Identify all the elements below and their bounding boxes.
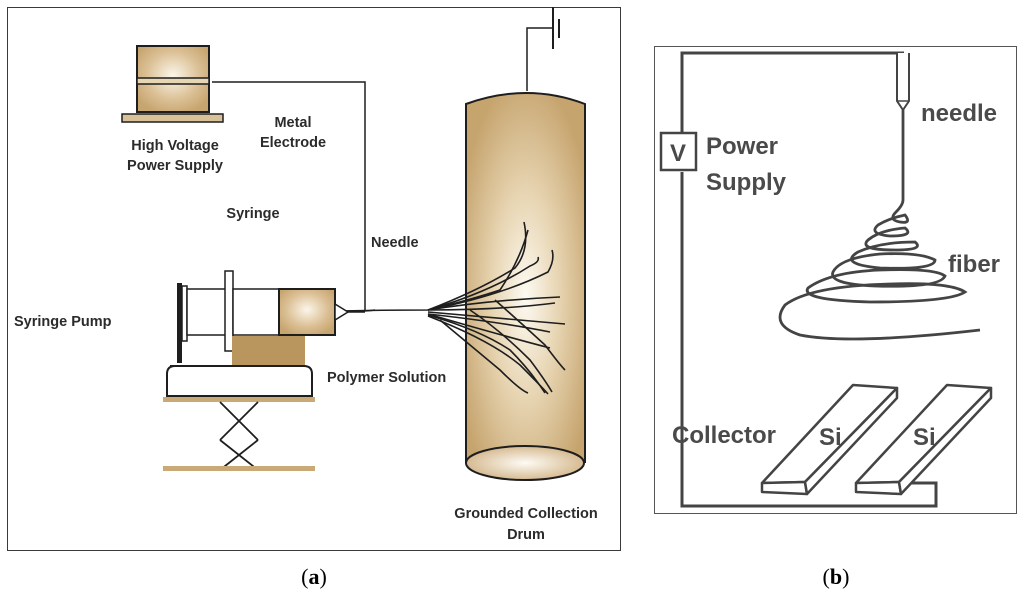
label-si-right: Si bbox=[913, 424, 936, 451]
label-metal: Metal bbox=[274, 115, 311, 131]
panel-b-diagram: V Power Supply needle fiber Collector Si… bbox=[659, 51, 1000, 589]
label-collector: Collector bbox=[672, 422, 776, 449]
syringe-pump-icon bbox=[163, 270, 365, 402]
label-grounded-collection: Grounded Collection bbox=[454, 506, 597, 522]
fiber-spiral bbox=[778, 110, 981, 341]
circuit-wire-lower bbox=[680, 172, 938, 508]
circuit-wire bbox=[680, 51, 904, 152]
label-drum: Drum bbox=[507, 527, 545, 543]
high-voltage-power-supply-icon bbox=[121, 45, 224, 123]
label-needle: Needle bbox=[371, 235, 419, 251]
voltmeter-label: V bbox=[670, 140, 686, 167]
panel-a-diagram: High Voltage Power Supply Metal Electrod… bbox=[14, 7, 598, 589]
polymer-fibers bbox=[337, 221, 566, 395]
si-collector-left-icon bbox=[760, 383, 899, 496]
label-syringe: Syringe bbox=[226, 206, 279, 222]
label-polymer-solution: Polymer Solution bbox=[327, 370, 446, 386]
scissor-lift-icon bbox=[219, 401, 259, 471]
voltmeter-icon: V bbox=[659, 131, 698, 172]
label-power: Power bbox=[706, 133, 778, 160]
caption-b-letter: b bbox=[830, 564, 842, 589]
panel-a-frame bbox=[7, 7, 621, 551]
label-needle-b: needle bbox=[921, 100, 997, 127]
label-supply: Supply bbox=[706, 169, 787, 196]
collection-drum-icon bbox=[465, 92, 586, 481]
electrode-wire bbox=[212, 81, 366, 311]
label-si-left: Si bbox=[819, 424, 842, 451]
label-power-supply: Power Supply bbox=[127, 158, 223, 174]
caption-a: (a) bbox=[301, 564, 327, 589]
label-high-voltage: High Voltage bbox=[131, 138, 219, 154]
ground-symbol-icon bbox=[526, 7, 560, 91]
si-collector-right-icon bbox=[854, 383, 993, 496]
panel-b-frame bbox=[654, 46, 1017, 514]
caption-a-letter: a bbox=[309, 564, 320, 589]
lift-base bbox=[163, 466, 315, 471]
caption-b: (b) bbox=[823, 564, 850, 589]
label-electrode: Electrode bbox=[260, 135, 326, 151]
needle-icon bbox=[896, 53, 910, 112]
label-syringe-pump: Syringe Pump bbox=[14, 314, 112, 330]
label-fiber: fiber bbox=[948, 251, 1000, 278]
